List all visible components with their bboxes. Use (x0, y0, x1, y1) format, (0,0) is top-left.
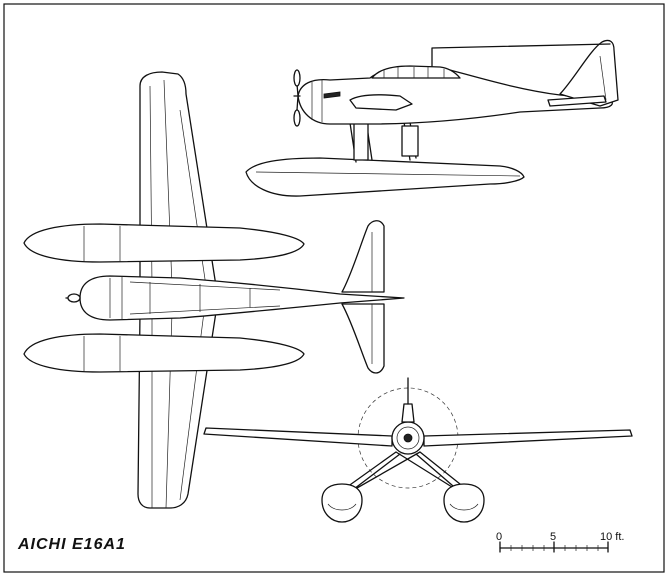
plan-upper-float (23, 223, 305, 263)
front-right-float (443, 483, 485, 523)
front-right-wing (423, 429, 633, 447)
scale-bar (499, 541, 609, 553)
side-view (245, 39, 619, 197)
side-fin (559, 39, 619, 107)
plan-view (23, 71, 405, 509)
drawing-title: AICHI E16A1 (18, 536, 126, 553)
front-left-wing (203, 427, 393, 447)
front-left-float (321, 483, 363, 523)
plan-fuselage (79, 275, 405, 321)
scale-label-0: 0 (496, 531, 503, 543)
plan-tail-lower (341, 303, 385, 374)
side-canopy (371, 65, 461, 79)
side-float-struts (349, 119, 417, 163)
scale-label-10: 10 ft. (600, 531, 625, 543)
scale-label-5: 5 (550, 531, 557, 543)
drawing-frame (3, 3, 665, 573)
plan-tail-upper (341, 220, 385, 293)
side-float (245, 157, 525, 197)
front-struts (339, 451, 471, 493)
front-view (203, 377, 633, 523)
plan-lower-float (23, 333, 305, 373)
